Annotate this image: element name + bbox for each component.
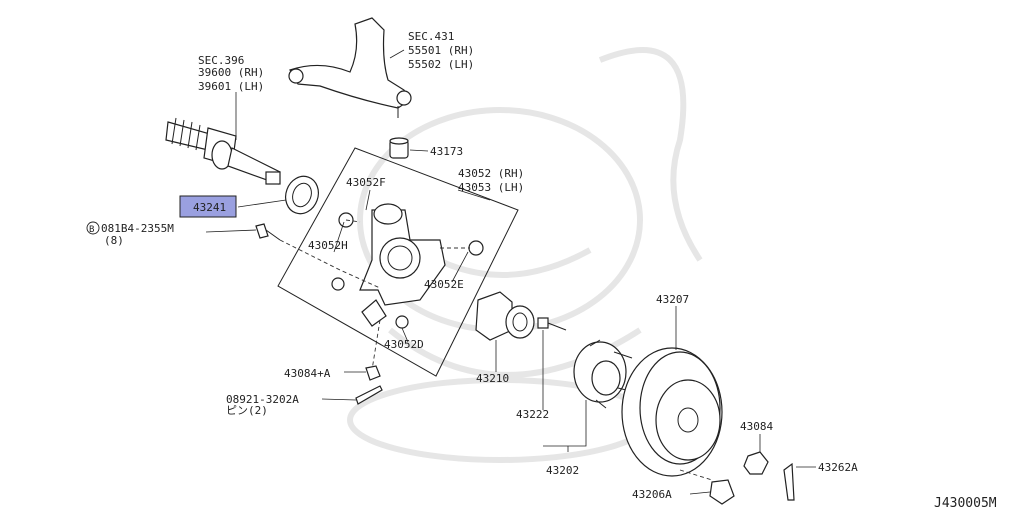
label-sec396-lh[interactable]: 39601 (LH) — [198, 80, 264, 93]
diagram-id: J430005M — [934, 496, 997, 510]
cotter-pin[interactable] — [355, 385, 383, 405]
nut-43206a[interactable] — [709, 479, 735, 505]
label-bolt-code[interactable]: 081B4-2355M — [101, 222, 174, 235]
nut-43084[interactable] — [743, 451, 769, 475]
label-43052-rh[interactable]: 43052 (RH) — [458, 167, 524, 180]
label-43052d[interactable]: 43052D — [384, 338, 424, 351]
label-43052h[interactable]: 43052H — [308, 239, 348, 252]
label-43241[interactable]: 43241 — [193, 201, 226, 214]
clip-43262a[interactable] — [783, 462, 795, 501]
label-43222[interactable]: 43222 — [516, 408, 549, 421]
bolt-prefix-circle — [86, 221, 100, 235]
label-pin-code[interactable]: 08921-3202A — [226, 393, 299, 406]
label-43084[interactable]: 43084 — [740, 420, 773, 433]
label-43052e[interactable]: 43052E — [424, 278, 464, 291]
bolt-081b4[interactable] — [255, 223, 281, 241]
hub-43202[interactable] — [573, 339, 635, 409]
label-bolt-qty: (8) — [104, 234, 124, 247]
highlight-43241[interactable] — [179, 195, 237, 218]
drive-shaft[interactable] — [165, 117, 281, 185]
label-sec431-lh[interactable]: 55502 (LH) — [408, 58, 474, 71]
upper-link[interactable] — [288, 17, 412, 118]
rotor-43207[interactable] — [621, 347, 723, 477]
bearing-43210[interactable] — [475, 291, 535, 341]
label-sec431-rh[interactable]: 55501 (RH) — [408, 44, 474, 57]
nut-43084a[interactable] — [365, 365, 381, 381]
label-43053-lh[interactable]: 43053 (LH) — [458, 181, 524, 194]
label-43052f[interactable]: 43052F — [346, 176, 386, 189]
seal-43241[interactable] — [280, 172, 323, 219]
label-43207[interactable]: 43207 — [656, 293, 689, 306]
label-43210[interactable]: 43210 — [476, 372, 509, 385]
label-sec431-title[interactable]: SEC.431 — [408, 30, 454, 43]
hub-bolt-43222[interactable] — [537, 317, 567, 331]
label-43173[interactable]: 43173 — [430, 145, 463, 158]
label-pin-sub: ピン(2) — [226, 404, 268, 417]
label-43262a[interactable]: 43262A — [818, 461, 858, 474]
label-sec396-title[interactable]: SEC.396 — [198, 54, 244, 67]
leader-lines — [205, 49, 816, 495]
label-bolt-prefix: B — [89, 225, 94, 235]
knuckle-assembly[interactable] — [277, 147, 519, 377]
label-43084a[interactable]: 43084+A — [284, 367, 331, 380]
bushing-43173[interactable] — [389, 137, 409, 159]
label-sec396-rh[interactable]: 39600 (RH) — [198, 66, 264, 79]
label-43206a[interactable]: 43206A — [632, 488, 672, 501]
label-43202[interactable]: 43202 — [546, 464, 579, 477]
